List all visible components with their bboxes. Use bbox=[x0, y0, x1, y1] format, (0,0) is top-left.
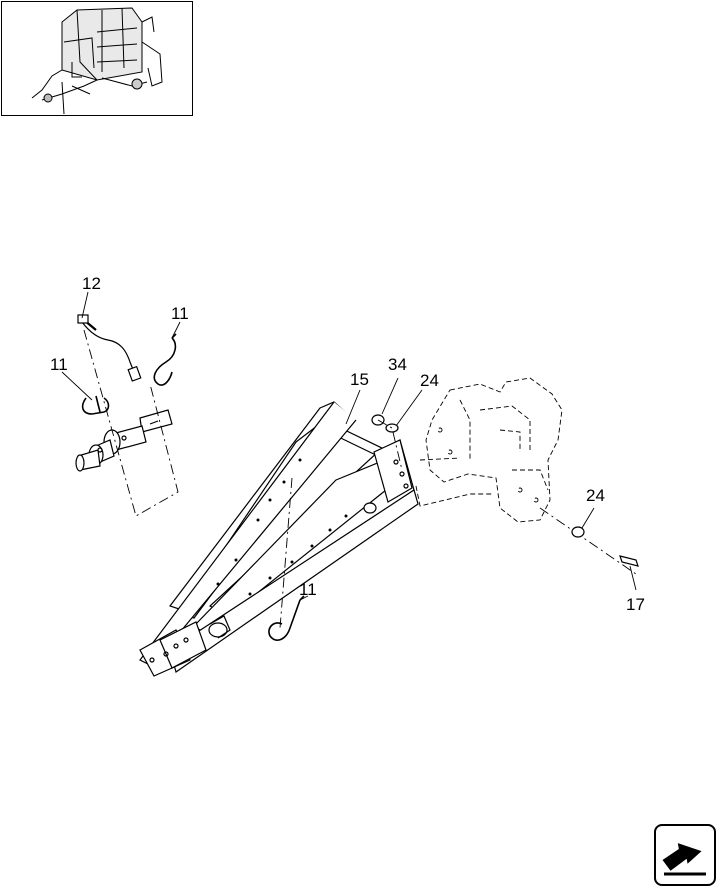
callout-34: 34 bbox=[388, 355, 407, 374]
fastener-upper bbox=[371, 377, 423, 471]
callout-15: 15 bbox=[350, 370, 369, 389]
drawbar-frame bbox=[139, 401, 419, 677]
callout-17: 17 bbox=[626, 595, 645, 614]
callout-11-upper: 11 bbox=[171, 304, 189, 323]
fastener-lower bbox=[539, 507, 639, 591]
baler-overview-icon bbox=[31, 7, 163, 115]
pto-driveline bbox=[75, 314, 179, 517]
next-page-button[interactable] bbox=[654, 824, 716, 886]
callout-11-lower: 11 bbox=[299, 580, 317, 599]
leader-lines bbox=[61, 291, 361, 601]
callout-11-left: 11 bbox=[50, 355, 68, 374]
overview-thumbnail bbox=[1, 1, 193, 116]
callout-24-upper: 24 bbox=[420, 371, 439, 390]
tractor-hitch-phantom bbox=[415, 377, 563, 523]
callout-24-lower: 24 bbox=[586, 486, 605, 505]
callout-12: 12 bbox=[82, 274, 101, 293]
next-page-arrow-icon bbox=[662, 843, 706, 876]
